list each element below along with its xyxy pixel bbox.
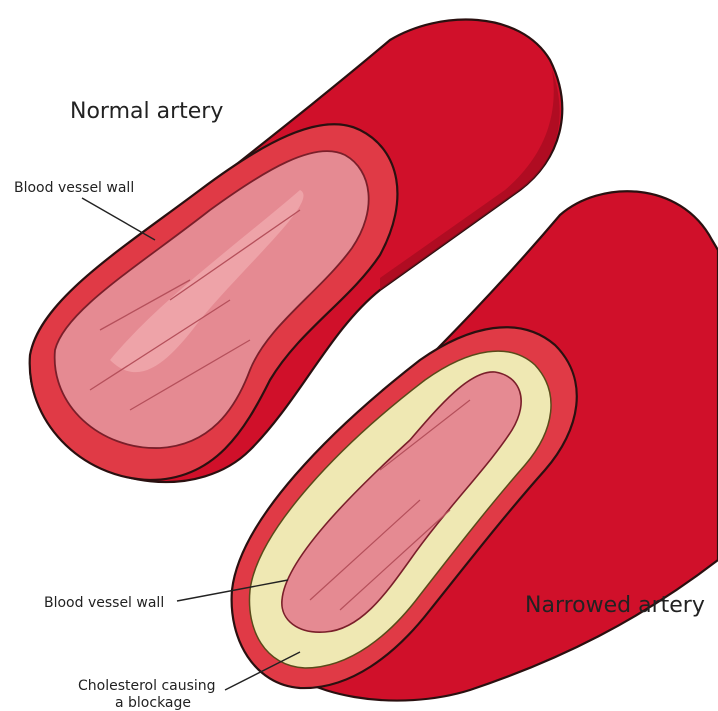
normal-wall-label: Blood vessel wall xyxy=(14,180,134,196)
narrowed-wall-label: Blood vessel wall xyxy=(44,595,164,611)
normal-wall-leader-line xyxy=(82,198,155,240)
narrowed-artery-title: Narrowed artery xyxy=(525,593,705,618)
cholesterol-label-line1: Cholesterol causing xyxy=(78,678,216,694)
normal-artery-title: Normal artery xyxy=(70,99,223,124)
cholesterol-label-line2: a blockage xyxy=(115,695,191,711)
